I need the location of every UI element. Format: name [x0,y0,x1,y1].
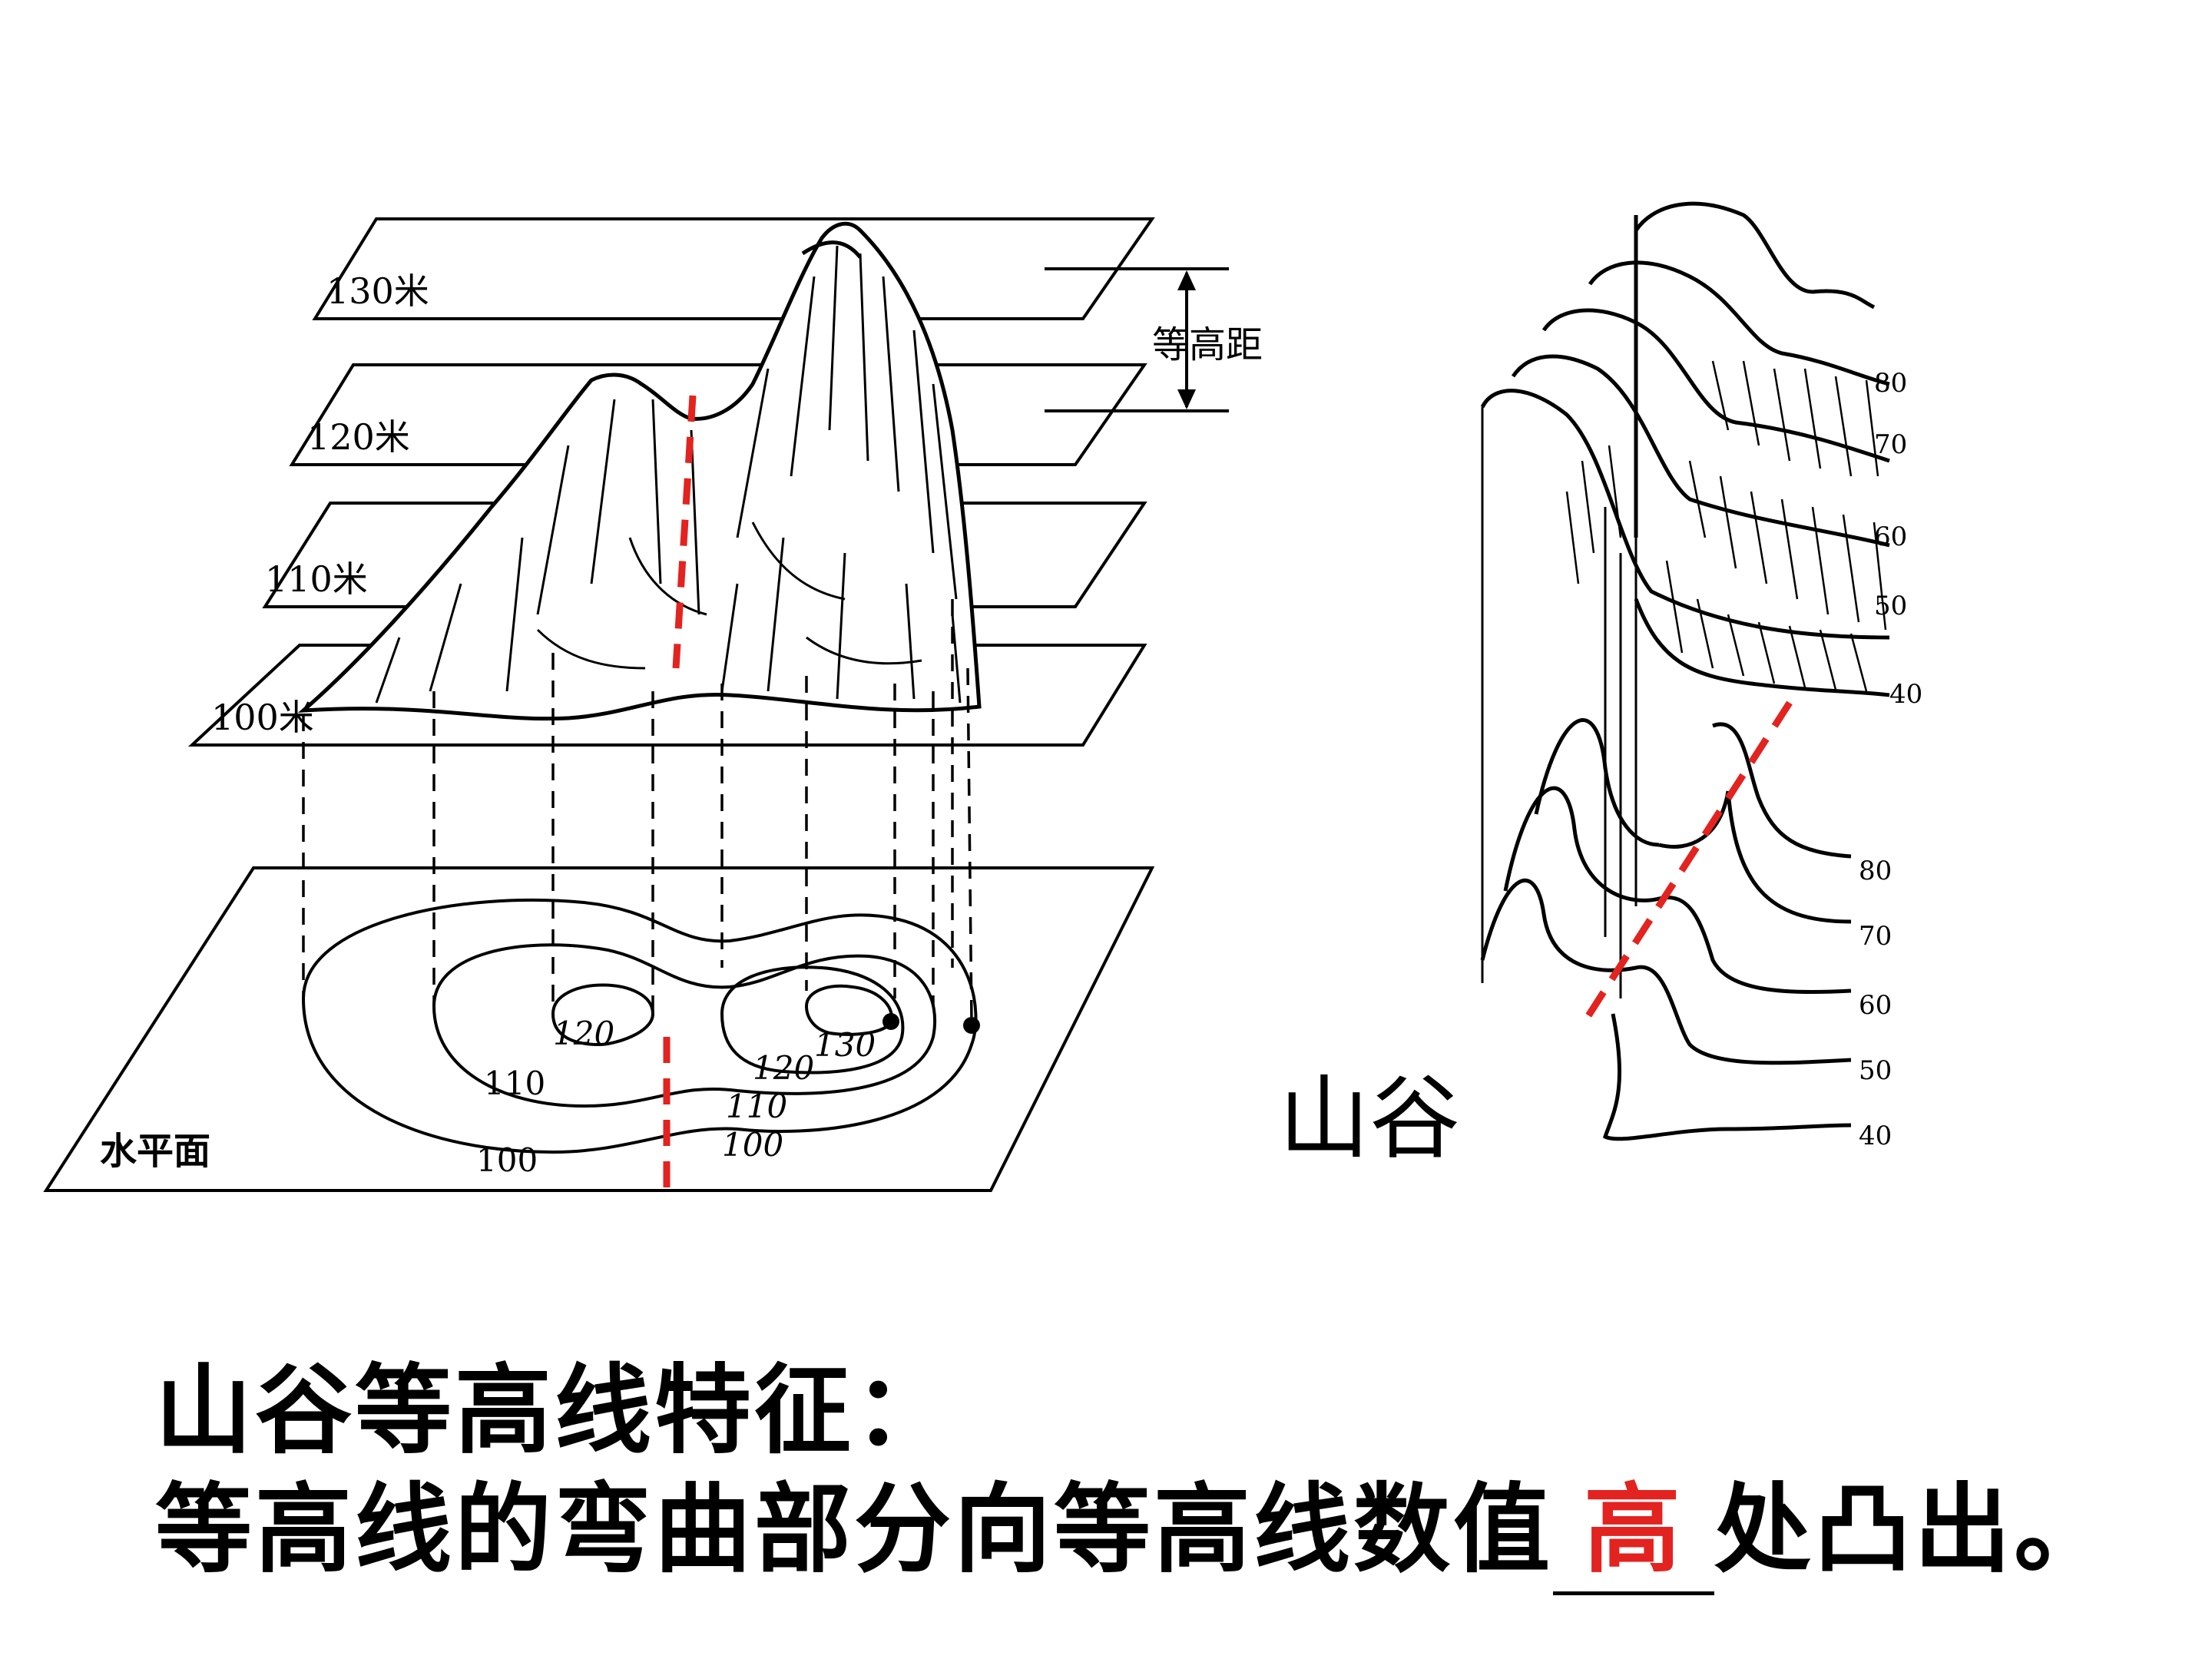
plane-label-100: 100米 [211,697,314,738]
interval-label: 等高距 [1152,323,1263,366]
projection-lines [302,599,973,1022]
cliff-point [963,1017,980,1034]
contour-label-100-west: 100 [476,1141,538,1179]
valley-contour-60 [1503,786,1852,995]
base-plane-label: 水平面 [100,1130,210,1173]
plane-label-110: 110米 [265,558,368,600]
lower-label-50: 50 [1859,1055,1892,1086]
valley-contour-50 [1480,879,1852,1065]
contour-110 [432,943,937,1108]
valley-projection-lines [1481,407,1637,998]
lower-label-40: 40 [1859,1121,1892,1151]
base-plane [43,866,1155,1192]
valley-block-diagram [1480,201,1890,1141]
lower-label-60: 60 [1859,990,1892,1021]
valley-guide-left [663,395,697,1194]
valley-hatching [1565,360,1887,692]
valley-guide-right [1579,700,1793,1028]
summit-point [882,1013,899,1030]
caption-sentence: 等高线的弯曲部分向等高线数值高处凸出。 [155,1452,2114,1595]
caption-heading: 山谷等高线特征： [155,1353,954,1467]
sentence-before: 等高线的弯曲部分向等高线数值 [155,1472,1553,1586]
contour-120-east [720,965,905,1075]
upper-label-50: 50 [1874,591,1907,621]
valley-3d-contours [1480,201,1890,697]
answer-text: 高 [1584,1472,1684,1586]
plane-130 [312,217,1155,320]
interval-bracket [1045,267,1229,412]
contour-label-130: 130 [814,1026,876,1064]
valley-title: 山谷 [1279,1065,1461,1171]
contour-label-120-east: 120 [753,1049,814,1087]
valley-planar-contours [1480,718,1852,1141]
lower-label-70: 70 [1859,921,1892,952]
contour-label-100-east: 100 [722,1126,783,1164]
valley-contour-70 [1534,718,1660,847]
hill-silhouette [297,221,982,721]
hill-labels: 130米 120米 110米 100米 等高距 水平面 120 130 110 … [100,270,1263,1179]
hill-3d-diagram [43,217,1229,1192]
contour-120-west [551,983,655,1047]
valley-labels: 80 70 60 50 40 80 70 60 50 40 [1859,368,1922,1151]
plane-label-130: 130米 [326,270,429,312]
upper-label-60: 60 [1874,522,1907,552]
contour-100 [301,898,978,1154]
contour-label-120-west: 120 [553,1015,614,1052]
hill-shading [375,240,962,704]
valley-contour-40 [1602,1013,1852,1141]
contour-label-110-west: 110 [484,1065,545,1102]
upper-label-80: 80 [1874,368,1907,399]
contour-label-110-east: 110 [726,1088,787,1125]
sentence-after: 处凸出。 [1714,1472,2114,1586]
upper-label-70: 70 [1874,429,1907,460]
upper-label-40: 40 [1889,679,1922,710]
plane-label-120: 120米 [307,416,410,458]
answer-blank: 高 [1553,1452,1714,1595]
valley-contour-80 [1712,722,1852,859]
lower-label-80: 80 [1859,856,1892,886]
base-contours [301,898,978,1154]
